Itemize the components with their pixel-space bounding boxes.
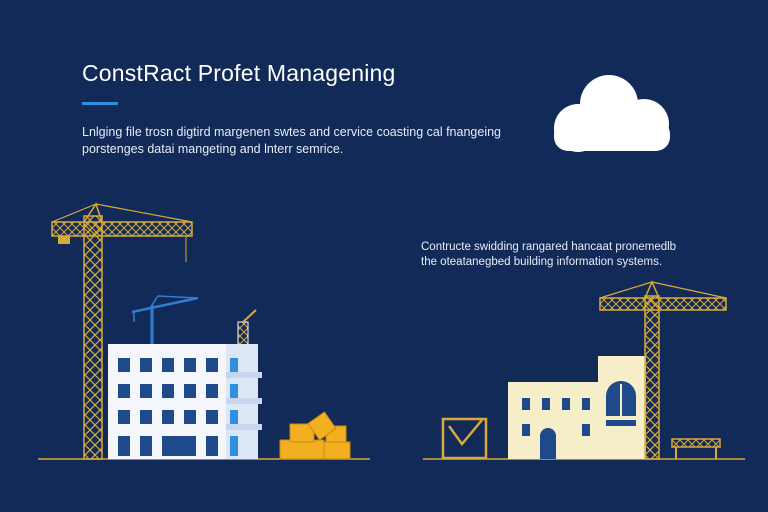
crane-icon	[599, 280, 727, 460]
building-icon	[108, 344, 262, 459]
box-icon	[279, 411, 351, 460]
intro-text: Lnlging file trosn digtird margenen swte…	[82, 125, 501, 156]
right-description: Contructe swidding rangared hancaat pron…	[421, 241, 677, 268]
title-accent-bar	[82, 102, 118, 105]
crane-icon	[131, 295, 199, 345]
crane-icon	[51, 202, 193, 460]
page-title: ConstRact Profet Managening	[82, 60, 396, 86]
building-icon	[508, 356, 646, 459]
construction-barrier-icon	[671, 438, 721, 459]
checkbox-icon	[441, 417, 488, 460]
cloud-icon	[554, 75, 670, 152]
crane-icon	[237, 309, 257, 347]
